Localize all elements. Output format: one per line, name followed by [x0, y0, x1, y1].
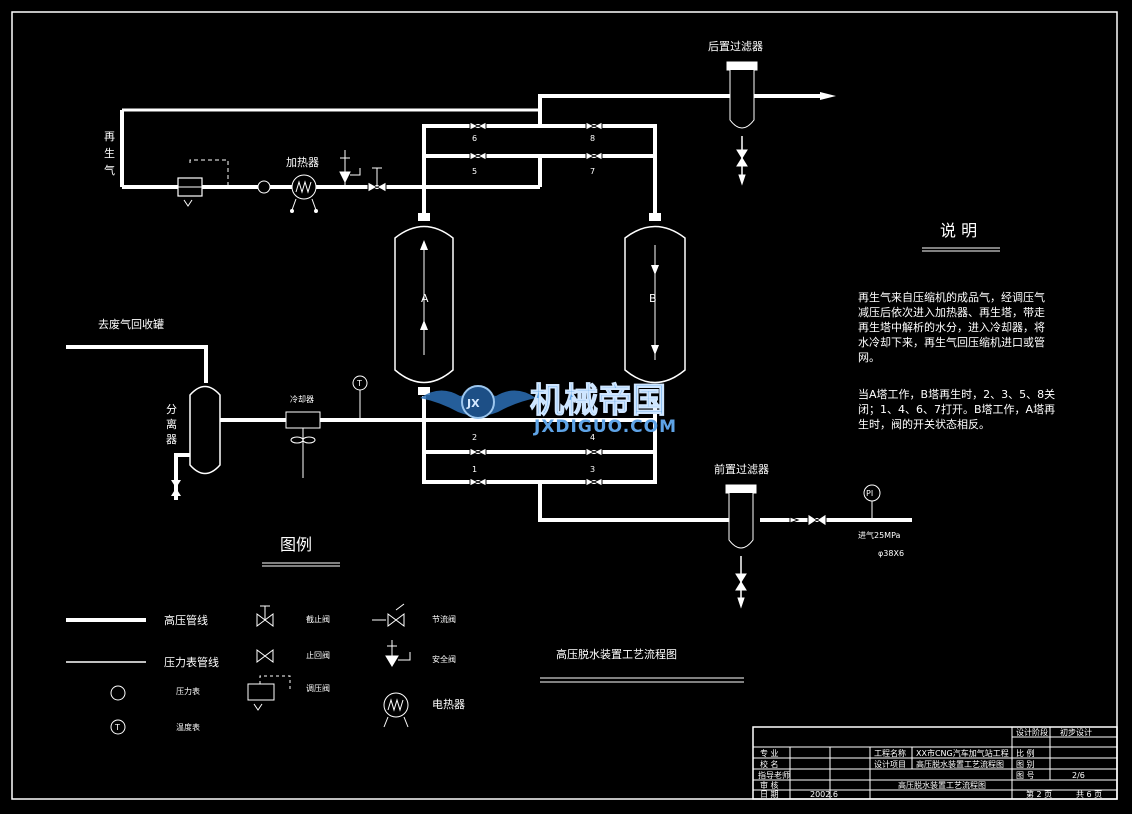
- legend-check-valve-label: 止回阀: [306, 650, 330, 660]
- svg-text:JX: JX: [466, 397, 480, 410]
- tb-drawing-no-label: 图 号: [1016, 771, 1035, 780]
- thermometer-icon: [352, 375, 368, 420]
- drawing-title: 高压脱水装置工艺流程图: [556, 647, 677, 661]
- pressure-gauge-icon: [257, 180, 271, 194]
- legend-regulator-label: 调压阀: [306, 684, 330, 693]
- legend-globe-valve-icon: [256, 605, 274, 627]
- watermark-logo-icon: JX: [420, 385, 536, 419]
- valve-2-label: 2: [472, 433, 477, 442]
- pressure-indicator-icon: [863, 484, 881, 520]
- regen-gas-label-1: 再: [104, 130, 115, 143]
- check-valve-icon: [367, 167, 387, 193]
- notes-p1-line2: 减压后依次进入加热器、再生塔，带走: [858, 305, 1045, 319]
- tb-total-label: 共 6 页: [1076, 790, 1102, 799]
- legend-high-pressure-label: 高压管线: [164, 613, 208, 627]
- separator-drain-valve: [171, 480, 181, 488]
- rear-filter-label: 后置过滤器: [708, 40, 763, 53]
- legend-safety-valve-icon: [385, 640, 411, 667]
- inlet-gas-label: 进气25MPa: [858, 530, 901, 540]
- front-filter-label: 前置过滤器: [714, 462, 769, 476]
- heater-label: 加热器: [286, 156, 319, 169]
- tb-stage-label: 设计阶段: [1016, 727, 1048, 737]
- tb-project-value: XX市CNG汽车加气站工程: [916, 748, 1009, 758]
- legend-gauge-line-label: 压力表管线: [164, 655, 219, 669]
- tb-scale-label: 比 例: [1016, 748, 1035, 758]
- front-filter-icon: [725, 484, 757, 609]
- tb-advisor-label: 指导老师: [758, 770, 790, 780]
- tb-design-item-value: 高压脱水装置工艺流程图: [916, 759, 1004, 769]
- legend-regulator-icon: [247, 675, 291, 711]
- tb-page-label: 第 2 页: [1026, 789, 1052, 799]
- valve-3-label: 3: [590, 465, 595, 474]
- tb-drawing-name: 高压脱水装置工艺流程图: [898, 780, 986, 790]
- tb-design-item-label: 设计项目: [874, 759, 906, 769]
- valve-set: [469, 121, 603, 487]
- tb-stage-value: 初步设计: [1060, 727, 1092, 737]
- tb-drawing-no-value: 2/6: [1072, 771, 1085, 780]
- rear-filter-icon: [726, 61, 758, 186]
- legend-safety-valve-label: 安全阀: [432, 654, 456, 664]
- thermometer-symbol: T: [356, 379, 362, 388]
- inlet-check-valve: [789, 513, 827, 527]
- legend-electric-heater-icon: [383, 692, 409, 728]
- notes-p1-line1: 再生气来自压缩机的成品气，经调压气: [858, 290, 1045, 304]
- tower-a-label: A: [421, 292, 429, 305]
- legend-thermometer-label: 温度表: [176, 722, 200, 732]
- legend-thermometer-t: T: [114, 723, 120, 732]
- tb-drawing-type-label: 图 别: [1016, 760, 1035, 769]
- separator-drain-valve-b: [171, 488, 181, 496]
- cooler-icon: [285, 411, 321, 478]
- valve-7-label: 7: [590, 167, 595, 176]
- regen-gas-label-3: 气: [104, 163, 115, 177]
- notes-p1-line4: 水冷却下来，再生气回压缩机进口或管: [858, 335, 1045, 349]
- flow-arrow: [820, 92, 836, 100]
- legend-electric-heater-label: 电热器: [432, 698, 465, 711]
- waste-tank-label: 去废气回收罐: [98, 317, 164, 331]
- electric-heater-icon: [290, 174, 318, 213]
- legend-check-valve-icon: [256, 649, 274, 663]
- legend-title: 图例: [280, 535, 312, 554]
- tb-review-label: 审 核: [760, 780, 779, 790]
- title-block: [752, 726, 1118, 800]
- regen-gas-label-2: 生: [104, 146, 115, 160]
- pressure-indicator-label: PI: [866, 489, 873, 498]
- legend-throttle-valve-label: 节流阀: [432, 614, 456, 624]
- valve-6-label: 6: [472, 134, 477, 143]
- drawing-border: [11, 11, 1118, 800]
- legend-globe-valve-label: 截止阀: [306, 614, 330, 624]
- watermark-cn: 机械帝国: [530, 381, 666, 421]
- legend-pressure-gauge-label: 压力表: [176, 686, 200, 696]
- valve-8-label: 8: [590, 134, 595, 143]
- legend-throttle-valve-icon: [372, 603, 405, 627]
- notes-heading: 说 明: [940, 221, 977, 240]
- legend-thermometer-icon: [110, 719, 126, 735]
- notes-p2-line2: 闭；1、4、6、7打开。B塔工作，A塔再: [858, 402, 1055, 416]
- separator-icon: [189, 385, 221, 475]
- tb-project-label: 工程名称: [874, 748, 906, 758]
- watermark-en: JXDIGUO.COM: [533, 417, 677, 437]
- separator-label-3: 器: [166, 433, 177, 446]
- tb-major-label: 专 业: [760, 748, 779, 758]
- valve-4-label: 4: [590, 433, 595, 442]
- regulator-valve: [177, 159, 229, 207]
- tb-date-value: 2002.6: [810, 790, 838, 799]
- notes-p2-line3: 生时，阀的开关状态相反。: [858, 417, 990, 431]
- valve-5-label: 5: [472, 167, 477, 176]
- notes-p2-line1: 当A塔工作，B塔再生时，2、3、5、8关: [858, 387, 1055, 401]
- separator-label-2: 离: [166, 417, 177, 431]
- valve-1-label: 1: [472, 465, 477, 474]
- tower-a: [394, 213, 454, 395]
- cooler-label: 冷却器: [290, 394, 314, 404]
- safety-valve-icon: [339, 150, 361, 187]
- legend-pressure-gauge-icon: [110, 685, 126, 701]
- notes-p1-line5: 网。: [858, 351, 880, 364]
- pipe-spec-label: φ38X6: [878, 549, 904, 558]
- notes-p1-line3: 再生塔中解析的水分，进入冷却器，将: [858, 320, 1045, 334]
- tb-school-label: 校 名: [760, 759, 779, 769]
- tower-b: [624, 213, 686, 384]
- tower-b-label: B: [649, 292, 657, 305]
- separator-label-1: 分: [166, 403, 177, 416]
- tb-date-label: 日 期: [760, 790, 779, 799]
